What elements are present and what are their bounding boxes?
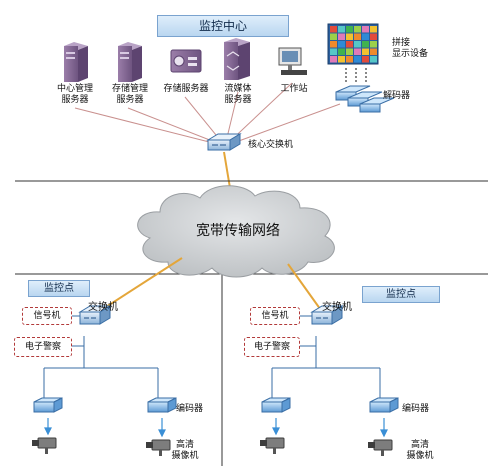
left-signal-device: 信号机 — [22, 307, 72, 325]
right-site-title: 监控点 — [362, 286, 440, 303]
video-wall-tile — [362, 48, 369, 55]
video-wall-tile — [370, 41, 377, 48]
video-wall-tile — [338, 26, 345, 33]
video-wall-tile — [346, 26, 353, 33]
video-wall-tile — [346, 41, 353, 48]
network-cloud — [137, 185, 335, 278]
network-cloud-label: 宽带传输网络 — [196, 223, 280, 239]
right-encoder-label: 编码器 — [402, 404, 430, 414]
video-wall-tile — [330, 56, 337, 63]
video-wall-tile — [346, 48, 353, 55]
camera-icon — [368, 439, 393, 456]
label-line: 高清 — [410, 440, 430, 450]
video-wall-tile — [354, 41, 361, 48]
site-right-lines — [271, 315, 381, 400]
video-wall-tile — [338, 56, 345, 63]
workstation-icon — [278, 47, 307, 75]
uplink-right-site — [287, 263, 324, 314]
storage-mgmt-server-icon — [118, 42, 142, 82]
video-wall-tile — [354, 56, 361, 63]
central-mgmt-label: 中心管理 服务器 — [57, 84, 93, 106]
central-mgmt-server-icon — [64, 42, 88, 82]
video-wall-tile — [346, 33, 353, 40]
storage-server-label: 存储服务器 — [163, 84, 208, 95]
video-wall-tile — [362, 56, 369, 63]
video-wall-tile — [370, 33, 377, 40]
workstation-label: 工作站 — [280, 84, 307, 95]
streaming-server-label: 流媒体 服务器 — [224, 84, 251, 106]
encoder-icon — [147, 397, 177, 413]
video-wall-label: 拼接 显示设备 — [392, 38, 428, 60]
right-site-switch-icon — [310, 305, 344, 325]
video-wall-tile — [338, 48, 345, 55]
left-site-switch-icon — [78, 305, 112, 325]
center-title: 监控中心 — [157, 15, 289, 37]
left-camera-label: 高清 摄像机 — [171, 440, 198, 462]
storage-mgmt-label: 存储管理 服务器 — [112, 84, 148, 106]
video-wall-tile — [370, 56, 377, 63]
encoder-icon — [369, 397, 399, 413]
label-line: 服务器 — [224, 95, 252, 105]
video-wall-tile — [338, 41, 345, 48]
streaming-server-icon — [224, 38, 250, 80]
video-wall-tile — [354, 26, 361, 33]
core-switch-label: 核心交换机 — [248, 140, 294, 150]
left-e-police-device: 电子警察 — [14, 337, 72, 357]
decoder-to-wall — [345, 66, 367, 82]
camera-icon — [146, 439, 171, 456]
label-line: 存储服务器 — [163, 84, 209, 94]
decoder-icon — [335, 85, 395, 113]
encoder-icon — [261, 397, 291, 413]
video-wall-tile — [362, 26, 369, 33]
core-switch-icon — [206, 133, 242, 151]
video-wall-tile — [362, 41, 369, 48]
label-line: 摄像机 — [171, 451, 199, 461]
camera-feeds — [44, 418, 388, 438]
right-e-police-device: 电子警察 — [244, 337, 300, 357]
link-central-mgmt — [74, 107, 226, 147]
video-wall-tile — [330, 41, 337, 48]
camera-icon — [260, 437, 285, 454]
storage-server-icon — [170, 49, 202, 73]
site-left-lines — [43, 315, 159, 400]
label-line: 高清 — [175, 440, 195, 450]
video-wall-tile — [330, 26, 337, 33]
decoder-label: 解码器 — [383, 91, 411, 101]
label-line: 显示设备 — [392, 49, 429, 59]
label-line: 拼接 — [392, 38, 411, 48]
video-wall-tile — [370, 26, 377, 33]
encoder-icon — [33, 397, 63, 413]
label-line: 服务器 — [61, 95, 89, 105]
video-wall-tile — [362, 33, 369, 40]
right-site-switch-label: 交换机 — [322, 302, 352, 313]
label-line: 存储管理 — [111, 84, 149, 94]
link-decoder — [224, 103, 341, 147]
video-wall-tile — [330, 48, 337, 55]
video-wall-tile — [370, 48, 377, 55]
left-site-switch-label: 交换机 — [88, 302, 118, 313]
video-wall-tile — [330, 33, 337, 40]
video-wall-tile — [354, 48, 361, 55]
video-wall-tile — [346, 56, 353, 63]
label-line: 流媒体 — [224, 84, 252, 94]
camera-icon — [32, 437, 57, 454]
right-signal-device: 信号机 — [250, 307, 300, 325]
label-line: 服务器 — [116, 95, 144, 105]
left-site-title: 监控点 — [28, 280, 90, 297]
left-encoder-label: 编码器 — [176, 404, 204, 414]
label-line: 摄像机 — [406, 451, 434, 461]
video-wall-tile — [354, 33, 361, 40]
label-line: 中心管理 — [56, 84, 94, 94]
label-line: 工作站 — [280, 84, 308, 94]
video-wall-tile — [338, 33, 345, 40]
right-camera-label: 高清 摄像机 — [406, 440, 433, 462]
video-wall-icon — [327, 23, 379, 65]
